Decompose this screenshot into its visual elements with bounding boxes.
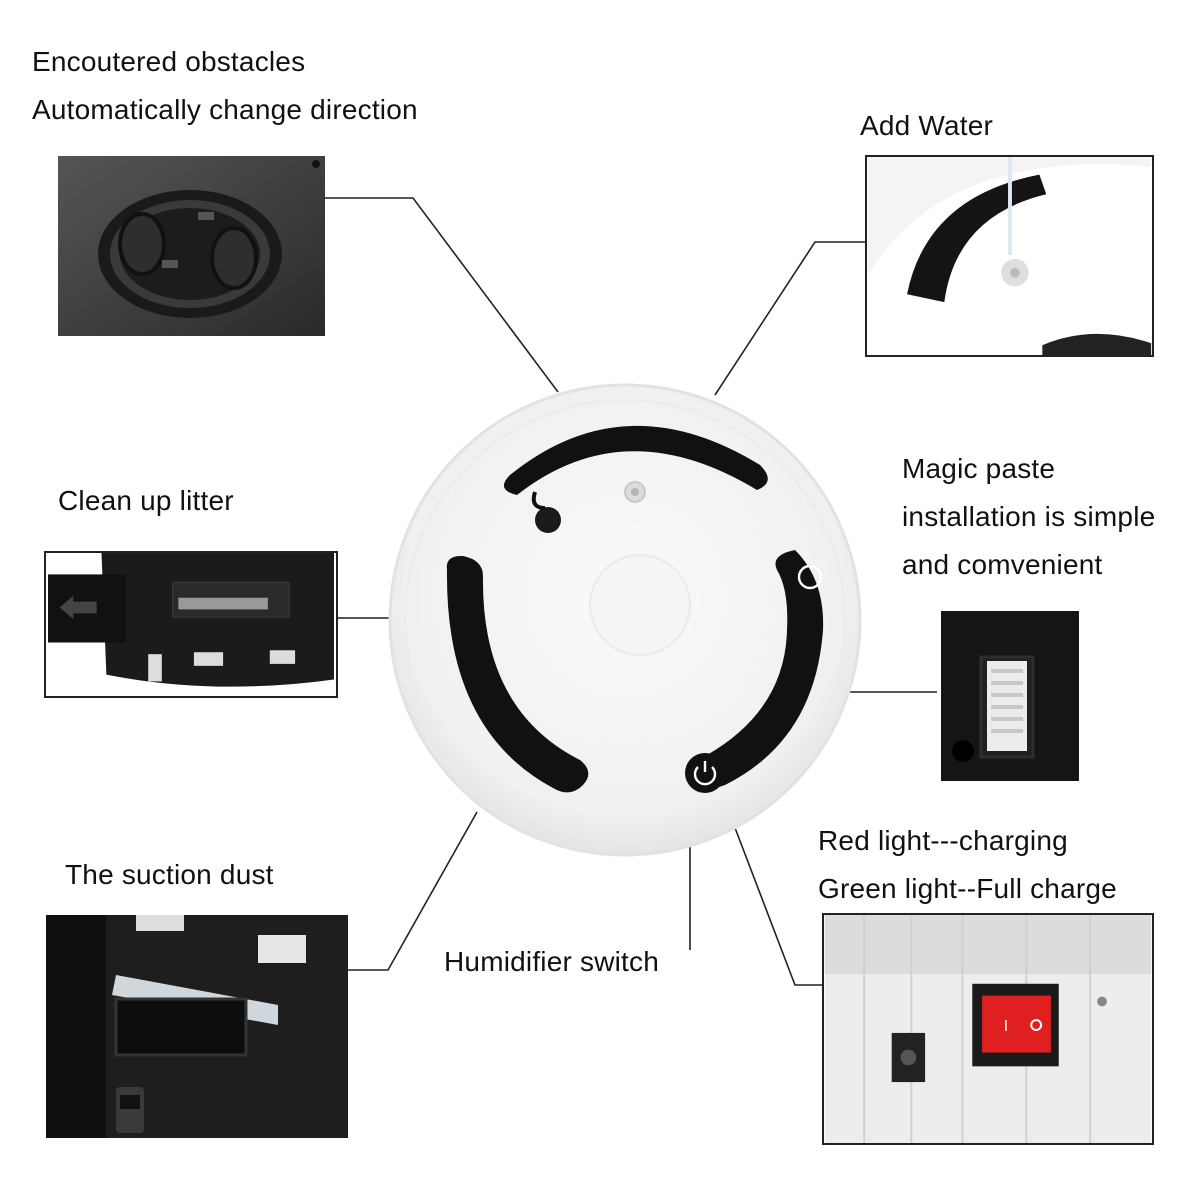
- robot-cleaner-top: [385, 380, 865, 860]
- panel-suction-detail: [46, 915, 348, 1138]
- label-obstacles-line1: Encoutered obstacles: [32, 46, 306, 77]
- left-bumper-arc: [446, 555, 589, 793]
- label-magic-line3: and comvenient: [902, 549, 1103, 580]
- label-lights-line1: Red light---charging: [818, 825, 1068, 856]
- suction-illustration: [46, 915, 348, 1138]
- panel-charging-detail: I: [822, 913, 1154, 1145]
- label-humidifier-switch: Humidifier switch: [444, 946, 659, 977]
- label-magic-line1: Magic paste: [902, 453, 1056, 484]
- humidifier-switch-button[interactable]: [685, 753, 725, 793]
- charging-illustration: I: [824, 915, 1152, 1143]
- leader-line-obstacles: [325, 197, 559, 393]
- label-lights-line2: Green light--Full charge: [818, 873, 1117, 904]
- power-icon[interactable]: [797, 564, 823, 590]
- svg-text:I: I: [1004, 1018, 1008, 1035]
- label-suction-dust: The suction dust: [65, 859, 274, 890]
- water-tank-arc: [503, 425, 768, 495]
- add-water-illustration: [867, 157, 1152, 355]
- label-magic-line2: installation is simple: [902, 501, 1156, 532]
- water-cap: [535, 507, 561, 533]
- label-add-water: Add Water: [860, 110, 994, 141]
- indicator-light: [1097, 996, 1107, 1007]
- panel-litter-detail: [44, 551, 338, 698]
- litter-illustration: [48, 553, 334, 696]
- leader-line-water: [714, 241, 865, 396]
- label-obstacles-line2: Automatically change direction: [32, 94, 418, 125]
- label-clean-litter: Clean up litter: [58, 485, 234, 516]
- wheel-illustration: [58, 156, 325, 336]
- magic-paste-illustration: [941, 611, 1079, 781]
- panel-magic-paste-detail: [941, 611, 1079, 781]
- panel-wheel-detail: [58, 156, 325, 336]
- right-bumper-arc: [695, 550, 824, 788]
- panel-add-water-detail: [865, 155, 1154, 357]
